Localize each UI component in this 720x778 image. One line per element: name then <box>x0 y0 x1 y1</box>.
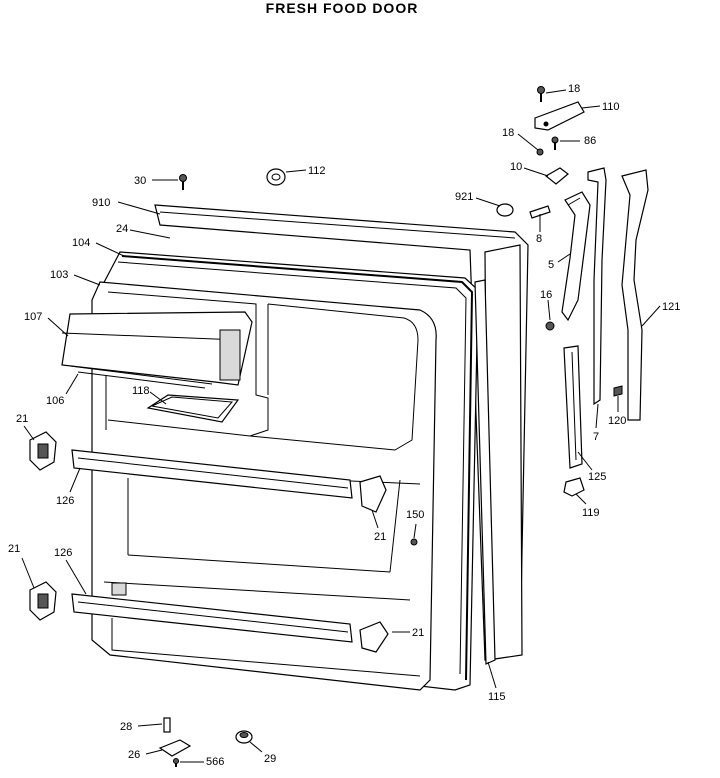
callout-18b: 18 <box>502 127 514 139</box>
callout-10: 10 <box>510 161 522 173</box>
screw-30 <box>179 174 187 190</box>
callout-150: 150 <box>406 509 424 521</box>
shelf-end-cap-right-upper <box>359 475 387 513</box>
callout-21d: 21 <box>412 627 424 639</box>
callout-126a: 126 <box>56 495 74 507</box>
callout-921: 921 <box>455 191 473 203</box>
dairy-door <box>61 311 253 389</box>
hinge-clip-8 <box>529 205 551 219</box>
leader-lines <box>21 89 661 763</box>
handle-bracket-7 <box>587 167 607 406</box>
door-edge-strip <box>474 279 496 665</box>
hinge-plug-921 <box>496 203 514 217</box>
callout-21c: 21 <box>8 543 20 555</box>
callout-18a: 18 <box>568 83 580 95</box>
callout-566: 566 <box>206 756 224 768</box>
callout-103: 103 <box>50 269 68 281</box>
callout-104: 104 <box>72 237 90 249</box>
callout-910: 910 <box>92 197 110 209</box>
callout-26: 26 <box>128 749 140 761</box>
handle-screw-120 <box>613 385 623 397</box>
grommet-29 <box>235 730 253 744</box>
screw-150 <box>410 538 418 546</box>
callout-24: 24 <box>116 223 128 235</box>
hinge-bracket-10 <box>544 167 569 185</box>
callout-106: 106 <box>46 395 64 407</box>
callout-30: 30 <box>134 175 146 187</box>
callout-labels: 18 110 18 86 10 921 8 5 16 121 7 120 125… <box>8 83 680 768</box>
callout-28: 28 <box>120 721 132 733</box>
handle-end-cap-119 <box>563 477 585 497</box>
callout-7: 7 <box>593 431 599 443</box>
callout-120: 120 <box>608 415 626 427</box>
part-26 <box>158 739 192 757</box>
liner-details <box>107 304 269 596</box>
hinge-screw-18b <box>536 148 544 156</box>
callout-121: 121 <box>662 301 680 313</box>
handle-lower-bracket <box>563 345 583 469</box>
callout-107: 107 <box>24 311 42 323</box>
shelf-end-cap-left-upper <box>29 431 57 471</box>
shelf-end-cap-right-lower <box>359 621 389 653</box>
callout-119: 119 <box>582 507 600 519</box>
door-handle <box>561 191 591 322</box>
callout-21b: 21 <box>374 531 386 543</box>
callout-125: 125 <box>588 471 606 483</box>
door-shelf-upper <box>71 449 353 499</box>
hinge-cover <box>534 101 585 131</box>
hinge-screw-86 <box>551 136 559 150</box>
callout-126b: 126 <box>54 547 72 559</box>
callout-21a: 21 <box>16 413 28 425</box>
part-28 <box>163 717 171 733</box>
handle-trim-121 <box>621 169 649 421</box>
part-566 <box>173 758 179 767</box>
callout-8: 8 <box>536 233 542 245</box>
callout-112: 112 <box>308 165 326 177</box>
callout-5: 5 <box>548 259 554 271</box>
shelf-end-cap-left-lower <box>29 581 57 621</box>
callout-29: 29 <box>264 753 276 765</box>
door-shelf-lower <box>71 593 353 643</box>
callout-118: 118 <box>132 385 150 397</box>
callout-86: 86 <box>584 135 596 147</box>
callout-115: 115 <box>488 691 506 703</box>
plug-112 <box>266 168 286 186</box>
hinge-screw-18a <box>537 86 545 102</box>
callout-16: 16 <box>540 289 552 301</box>
butter-tray <box>146 394 240 423</box>
callout-110: 110 <box>602 101 620 113</box>
handle-screw-16 <box>545 321 555 331</box>
diagram-title: FRESH FOOD DOOR <box>265 0 419 16</box>
